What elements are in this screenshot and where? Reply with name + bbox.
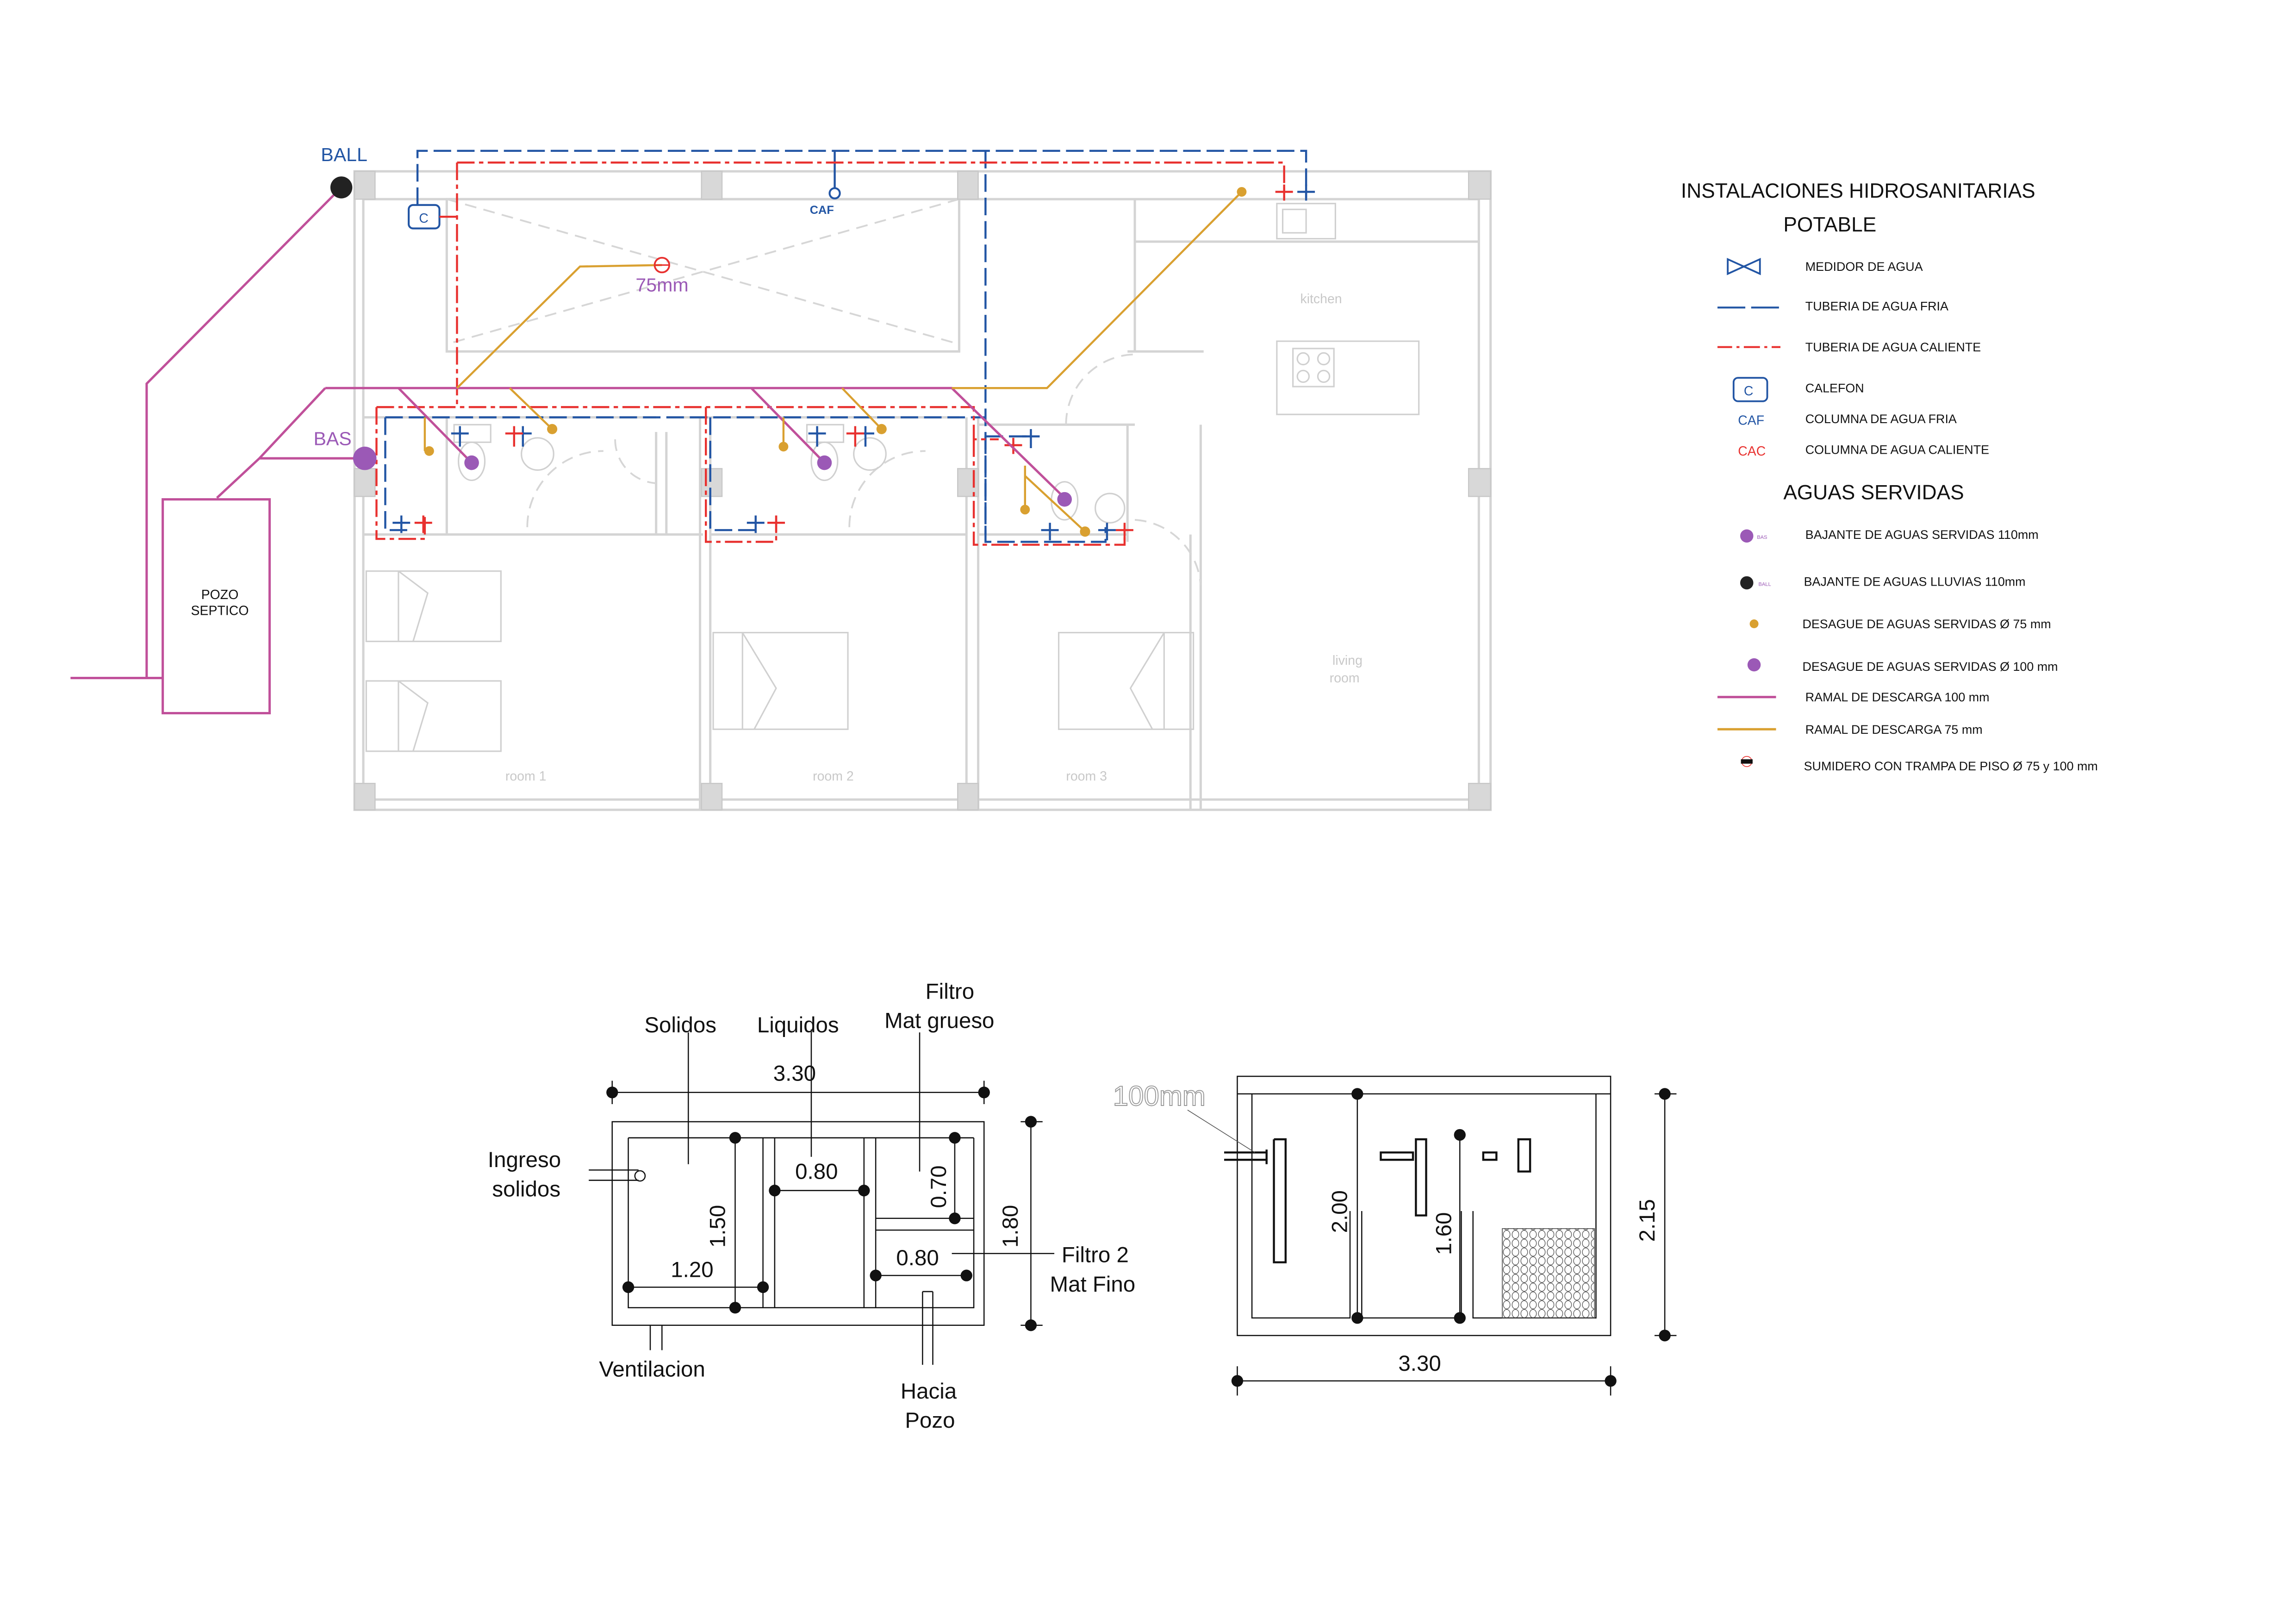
dimension: 0.80 xyxy=(896,1246,939,1270)
dimension-dots xyxy=(606,1087,1037,1331)
dimension-dots xyxy=(1231,1088,1671,1387)
leader-line xyxy=(1187,1110,1255,1153)
kitchen-walls xyxy=(1127,199,1479,810)
outer-wall xyxy=(353,170,1492,811)
drain-75-icon xyxy=(1749,619,1759,629)
washbasin-icon xyxy=(521,437,554,471)
pipe-size-label: 100mm xyxy=(1113,1081,1206,1112)
ball-label: BALL xyxy=(321,144,367,165)
label-hacia: Hacia xyxy=(901,1379,957,1404)
legend-symbol: CAC xyxy=(1738,444,1766,459)
washbasin-icon xyxy=(1095,493,1126,524)
dimension: 1.50 xyxy=(705,1205,730,1248)
kitchen-island xyxy=(1276,340,1420,415)
gravel-filter xyxy=(1502,1228,1595,1318)
legend-symbol: C xyxy=(1744,384,1754,399)
inner-wall xyxy=(362,198,1480,801)
legend-symbol: BAS xyxy=(1757,535,1767,540)
dimension: 1.20 xyxy=(671,1257,713,1282)
rain-downpipe-icon xyxy=(1740,576,1754,590)
water-meter-icon xyxy=(1727,257,1761,275)
septic-tank-plan: Solidos Liquidos Filtro Mat grueso 3.30 … xyxy=(488,979,1135,1433)
dimension-width: 3.30 xyxy=(773,1061,816,1086)
room-label: living xyxy=(1332,653,1363,668)
legend: INSTALACIONES HIDROSANITARIAS POTABLE ME… xyxy=(1681,180,2098,773)
dimension-width: 3.30 xyxy=(1398,1351,1441,1376)
label-ingreso: Ingreso xyxy=(488,1148,561,1172)
room-label: room xyxy=(1330,671,1360,686)
legend-potable-heading: POTABLE xyxy=(1783,213,1876,236)
sewage-downpipe-icon xyxy=(353,446,377,470)
sewage-downpipe-icon xyxy=(1740,529,1754,543)
label-solidos: Solidos xyxy=(644,1013,716,1037)
room-label: room 1 xyxy=(505,769,547,784)
discharge-75-pipes xyxy=(423,191,1243,532)
structural-columns xyxy=(354,170,1491,811)
water-heater-icon xyxy=(1732,377,1768,402)
legend-item-label: BAJANTE DE AGUAS SERVIDAS 110mm xyxy=(1805,528,2039,542)
septic-well-label: POZO xyxy=(201,587,239,602)
washbasin-icon xyxy=(853,437,887,471)
label-filtro2: Filtro 2 xyxy=(1062,1243,1129,1268)
label-ventilacion: Ventilacion xyxy=(599,1357,705,1381)
label-pozo: Pozo xyxy=(905,1408,955,1433)
legend-aguas-servidas-heading: AGUAS SERVIDAS xyxy=(1783,481,1964,504)
floor-trap-icon xyxy=(1741,756,1753,767)
legend-symbol: CAF xyxy=(1738,413,1764,428)
drain-size-label: 75mm xyxy=(635,274,688,295)
caf-column-icon xyxy=(828,187,841,200)
legend-item-label: SUMIDERO CON TRAMPA DE PISO Ø 75 y 100 m… xyxy=(1804,759,2098,773)
caf-label: CAF xyxy=(810,204,834,217)
drain-75-icons xyxy=(424,187,1247,537)
room-label: room 3 xyxy=(1066,769,1107,784)
discharge-100-pipes xyxy=(70,187,1065,715)
label-mat-fino: Mat Fino xyxy=(1050,1272,1136,1297)
legend-item-label: MEDIDOR DE AGUA xyxy=(1805,260,1923,274)
legend-item-label: TUBERIA DE AGUA CALIENTE xyxy=(1805,340,1981,354)
bedroom-walls xyxy=(363,417,1128,810)
label-solidos-inlet: solidos xyxy=(492,1177,560,1201)
legend-symbol: BALL xyxy=(1759,581,1771,587)
legend-item-label: COLUMNA DE AGUA CALIENTE xyxy=(1805,443,1989,457)
floor-plan: room 1 room 2 room 3 kitchen living room… xyxy=(70,144,1492,811)
legend-item-label: COLUMNA DE AGUA FRIA xyxy=(1805,412,1957,426)
water-heater-label: C xyxy=(419,211,429,226)
furniture xyxy=(365,203,1420,752)
label-liquidos: Liquidos xyxy=(757,1013,839,1037)
label-filtro: Filtro xyxy=(926,979,974,1004)
door-swings xyxy=(526,353,1202,586)
dimension: 0.70 xyxy=(927,1165,951,1208)
rain-downpipe-icon xyxy=(330,176,353,199)
septic-well-label: SEPTICO xyxy=(191,604,249,618)
drain-100-icon xyxy=(1747,658,1761,672)
legend-item-label: TUBERIA DE AGUA FRIA xyxy=(1805,300,1948,313)
drain-100-icons xyxy=(464,455,1072,507)
label-mat-grueso: Mat grueso xyxy=(884,1009,994,1033)
septic-tank-section: 100mm 2.00 1.60 2.15 3.30 xyxy=(1113,1075,1677,1396)
legend-item-label: DESAGUE DE AGUAS SERVIDAS Ø 75 mm xyxy=(1802,617,2051,631)
cold-water-pipes xyxy=(384,150,1315,543)
legend-item-label: RAMAL DE DESCARGA 100 mm xyxy=(1805,690,1990,704)
legend-item-label: DESAGUE DE AGUAS SERVIDAS Ø 100 mm xyxy=(1802,660,2058,674)
legend-item-label: CALEFON xyxy=(1805,381,1864,395)
dimension: 1.80 xyxy=(998,1205,1023,1248)
dimension: 1.60 xyxy=(1431,1212,1456,1255)
legend-item-label: BAJANTE DE AGUAS LLUVIAS 110mm xyxy=(1804,575,2026,588)
hot-water-pipes xyxy=(375,161,1293,546)
legend-item-label: RAMAL DE DESCARGA 75 mm xyxy=(1805,723,1983,737)
legend-title: INSTALACIONES HIDROSANITARIAS xyxy=(1681,180,2035,202)
septic-well xyxy=(162,498,271,715)
room-label: room 2 xyxy=(813,769,854,784)
stove-icon xyxy=(1292,348,1335,387)
kitchen-sink-icon xyxy=(1276,203,1336,240)
bas-label: BAS xyxy=(313,428,351,450)
room-label: kitchen xyxy=(1300,292,1342,306)
dimension: 2.00 xyxy=(1328,1190,1352,1233)
dimension: 2.15 xyxy=(1635,1199,1660,1242)
patio-void-cross xyxy=(446,198,959,345)
dimension: 0.80 xyxy=(795,1159,838,1184)
patio-outline xyxy=(445,198,960,353)
